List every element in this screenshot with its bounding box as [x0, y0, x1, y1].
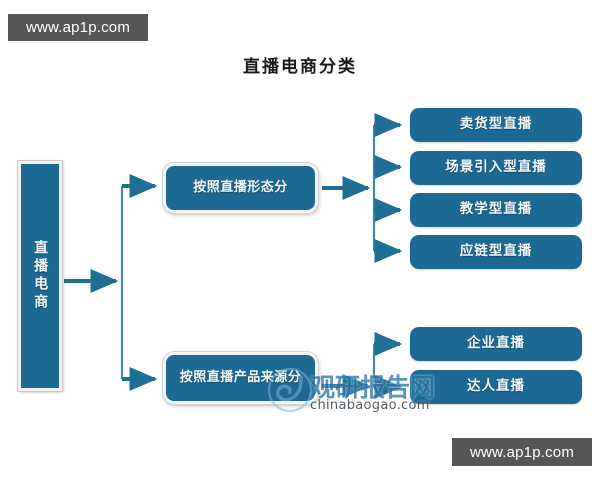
node-leaf-influencer-label: 达人直播: [467, 378, 525, 395]
node-leaf-influencer[interactable]: 达人直播: [410, 370, 582, 404]
node-leaf-scene[interactable]: 场景引入型直播: [410, 151, 582, 185]
node-leaf-teaching[interactable]: 教学型直播: [410, 193, 582, 227]
node-branch-form[interactable]: 按照直播形态分: [163, 163, 318, 213]
node-branch-form-label: 按照直播形态分: [193, 179, 288, 195]
node-branch-source-label: 按照直播产品来源分: [179, 369, 302, 385]
node-root[interactable]: 直播电商: [18, 161, 62, 391]
node-leaf-selling[interactable]: 卖货型直播: [410, 108, 582, 142]
node-leaf-enterprise[interactable]: 企业直播: [410, 327, 582, 361]
watermark-url-top: www.ap1p.com: [8, 14, 148, 41]
node-leaf-selling-label: 卖货型直播: [459, 116, 533, 133]
node-leaf-teaching-label: 教学型直播: [459, 201, 533, 218]
node-leaf-enterprise-label: 企业直播: [467, 335, 525, 352]
node-leaf-supplychain[interactable]: 应链型直播: [410, 235, 582, 269]
node-leaf-scene-label: 场景引入型直播: [445, 159, 547, 176]
node-leaf-supplychain-label: 应链型直播: [459, 243, 533, 260]
node-branch-source[interactable]: 按照直播产品来源分: [163, 352, 318, 404]
watermark-url-bottom: www.ap1p.com: [452, 438, 592, 466]
node-root-label: 直播电商: [32, 240, 49, 312]
page-title: 直播电商分类: [243, 57, 357, 77]
